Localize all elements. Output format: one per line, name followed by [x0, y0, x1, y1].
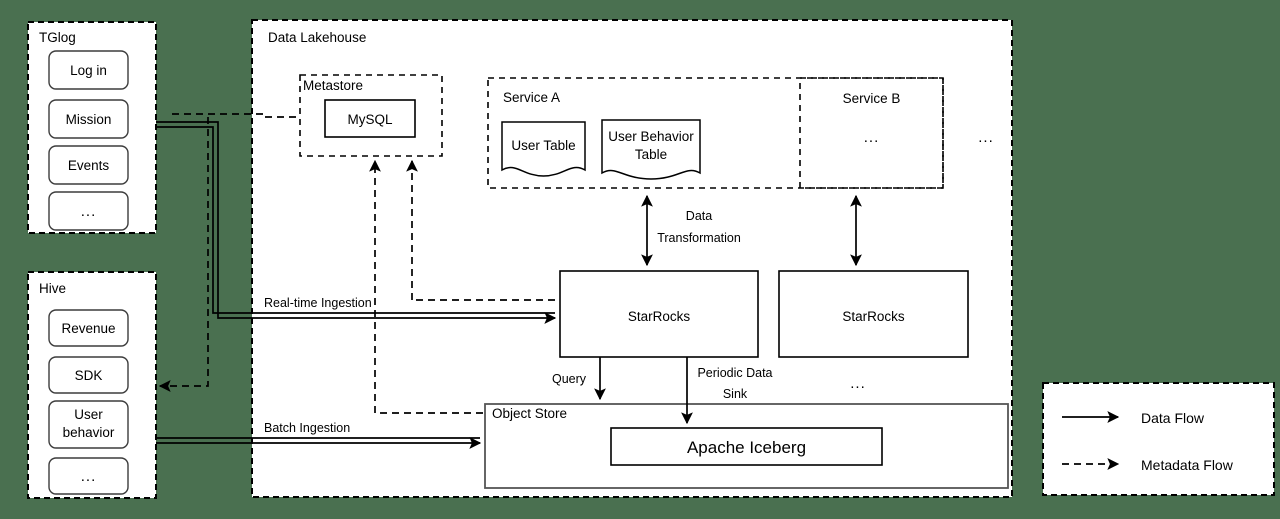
- metastore-group: Metastore MySQL: [299, 74, 443, 157]
- edge-label-data-transformation-1: Data: [686, 209, 712, 223]
- legend-panel: Data Flow Metadata Flow: [1042, 382, 1275, 496]
- hive-item-user-behavior[interactable]: [48, 400, 129, 449]
- hive-item-user-behavior-label-2: behavior: [63, 425, 115, 440]
- user-behavior-table-label-2: Table: [635, 147, 667, 162]
- edge-label-periodic-sink-1: Periodic Data: [697, 366, 772, 380]
- apache-iceberg-label: Apache Iceberg: [687, 438, 806, 457]
- edge-tglog-realtime-ingestion-secondary: [156, 126, 555, 314]
- starrocks-right-label: StarRocks: [842, 309, 905, 324]
- source-panel-tglog: TGlog Log in Mission Events ...: [27, 21, 157, 234]
- tglog-item-login-label: Log in: [70, 63, 107, 78]
- services-more-dots: ...: [978, 129, 994, 146]
- engine-starrocks-right: StarRocks ...: [778, 270, 969, 392]
- hive-item-more-label: ...: [81, 468, 97, 485]
- service-b-border: [799, 77, 944, 189]
- edge-tglog-realtime-ingestion: [156, 121, 557, 324]
- object-store-group: Object Store Apache Iceberg: [484, 403, 1009, 489]
- edge-metadata-metastore-hive: [158, 117, 209, 392]
- tglog-item-login[interactable]: [48, 50, 129, 90]
- service-b-group: Service B ... ...: [799, 77, 994, 189]
- legend-border: [1042, 382, 1275, 496]
- user-behavior-table-label-1: User Behavior: [608, 129, 694, 144]
- hive-item-revenue[interactable]: [48, 309, 129, 347]
- legend-metadata-flow-label: Metadata Flow: [1141, 457, 1234, 473]
- metastore-title: Metastore: [303, 78, 363, 93]
- edge-label-realtime-ingestion: Real-time Ingestion: [264, 296, 372, 310]
- object-store-title: Object Store: [492, 406, 567, 421]
- user-table-label: User Table: [511, 138, 575, 153]
- mysql-node-label: MySQL: [347, 112, 393, 127]
- hive-item-user-behavior-label-1: User: [74, 407, 103, 422]
- starrocks-right-box[interactable]: [778, 270, 969, 358]
- engines-more-dots: ...: [850, 375, 866, 392]
- tglog-title: TGlog: [39, 30, 76, 45]
- edge-label-periodic-sink-2: Sink: [723, 387, 748, 401]
- user-behavior-table-doc-shape[interactable]: [601, 119, 701, 180]
- service-a-title: Service A: [503, 90, 560, 105]
- lakehouse-title: Data Lakehouse: [268, 30, 366, 45]
- hive-item-sdk[interactable]: [48, 356, 129, 394]
- tglog-item-mission[interactable]: [48, 99, 129, 139]
- edge-metadata-tglog-metastore: [172, 113, 300, 118]
- legend-data-flow-label: Data Flow: [1141, 410, 1205, 426]
- hive-item-more[interactable]: [48, 457, 129, 495]
- service-a-group: Service A User Table User Behavior Table: [487, 77, 944, 189]
- starrocks-left-box[interactable]: [559, 270, 759, 358]
- edge-label-batch-ingestion: Batch Ingestion: [264, 421, 350, 435]
- service-b-content-dots: ...: [864, 129, 880, 146]
- engine-starrocks-left: StarRocks: [559, 270, 759, 358]
- edge-label-data-transformation-2: Transformation: [657, 231, 741, 245]
- hive-item-revenue-label: Revenue: [61, 321, 115, 336]
- tglog-item-events-label: Events: [68, 158, 110, 173]
- metastore-border: [299, 74, 443, 157]
- tglog-item-mission-label: Mission: [66, 112, 112, 127]
- hive-item-sdk-label: SDK: [75, 368, 103, 383]
- mysql-node[interactable]: [324, 99, 416, 138]
- tglog-item-more-label: ...: [81, 203, 97, 220]
- service-b-title: Service B: [843, 91, 901, 106]
- tglog-item-events[interactable]: [48, 145, 129, 185]
- user-table-doc-shape[interactable]: [501, 121, 586, 177]
- edge-label-query: Query: [552, 372, 587, 386]
- source-panel-hive: Hive Revenue SDK User behavior ...: [27, 271, 157, 499]
- apache-iceberg-box[interactable]: [610, 427, 883, 466]
- hive-title: Hive: [39, 281, 66, 296]
- tglog-item-more[interactable]: [48, 191, 129, 231]
- starrocks-left-label: StarRocks: [628, 309, 691, 324]
